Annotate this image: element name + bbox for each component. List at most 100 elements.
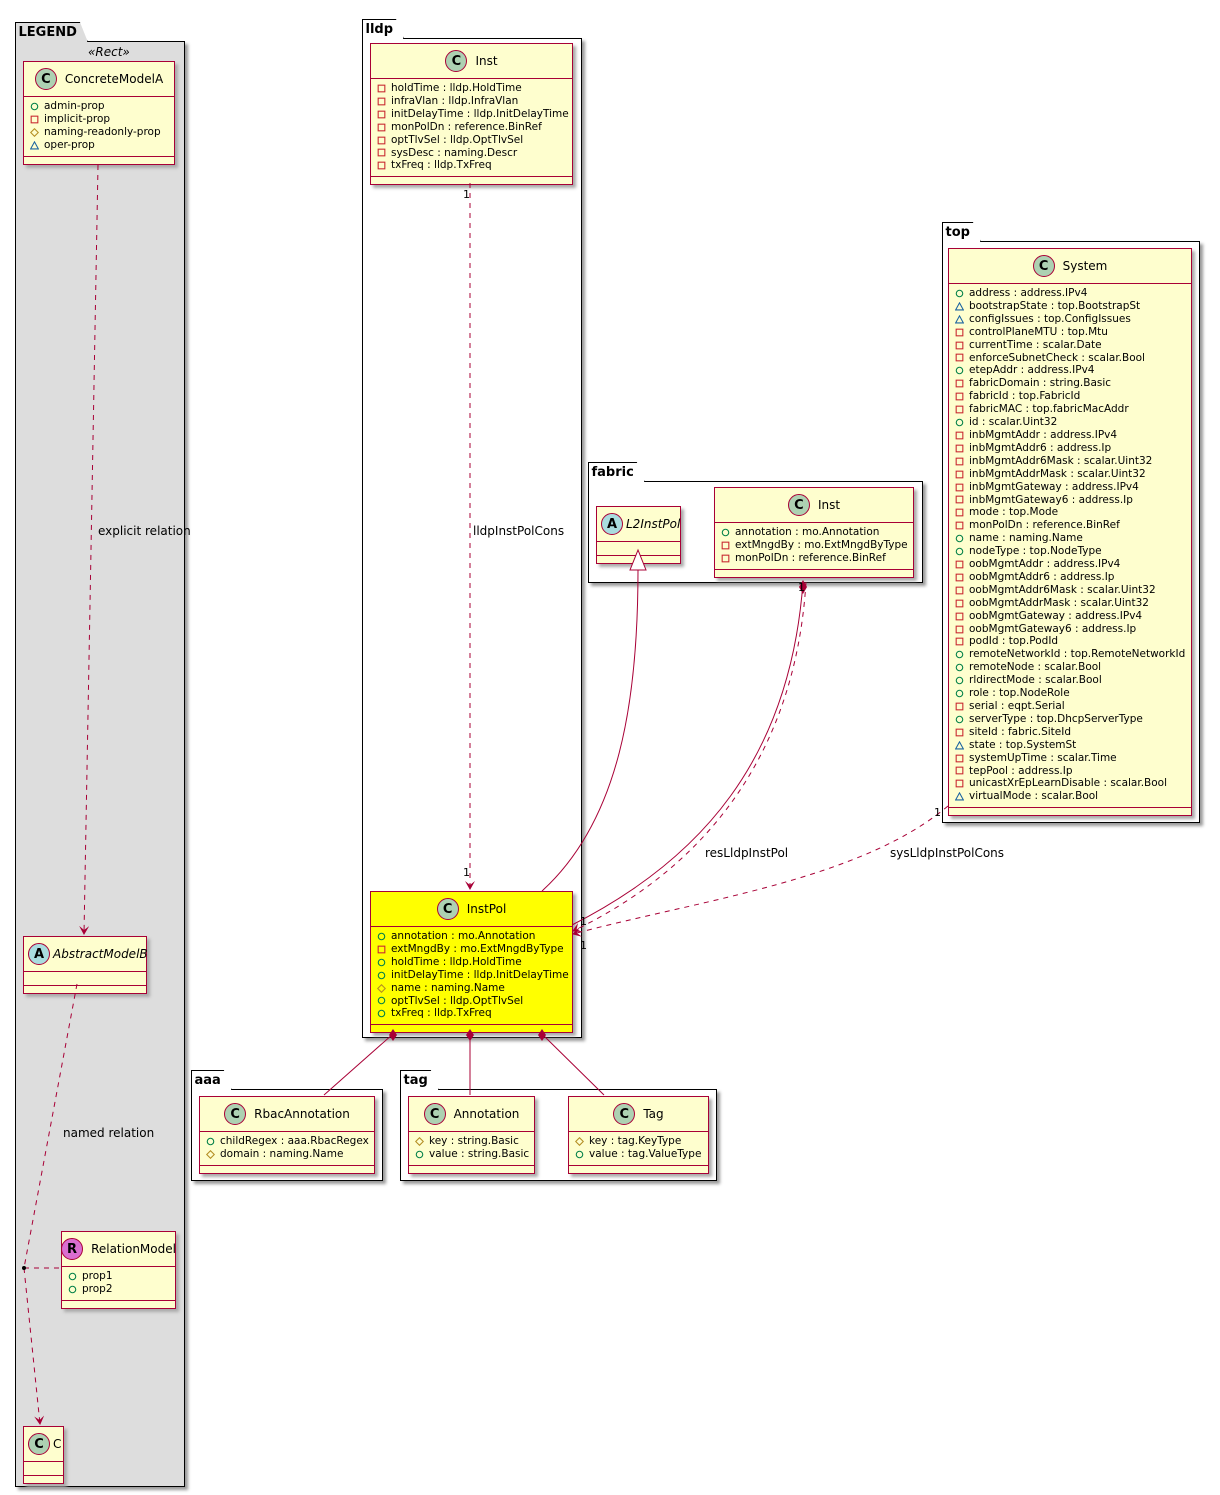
mult-sys-from: 1 <box>934 806 941 819</box>
attribute-row: prop1 <box>68 1270 169 1283</box>
attribute-text: key : tag.KeyType <box>589 1135 682 1147</box>
attribute-text: implicit-prop <box>44 112 111 125</box>
method-list <box>24 1476 63 1483</box>
attribute-text: name : naming.Name <box>969 532 1083 545</box>
class-icon: C <box>28 1433 50 1455</box>
public-visibility-icon <box>955 534 964 543</box>
attribute-text: tepPool : address.Ip <box>969 764 1073 777</box>
attribute-row: state : top.SystemSt <box>955 739 1185 752</box>
attribute-row: monPolDn : reference.BinRef <box>377 121 566 134</box>
sys-lldp-inst-pol-cons-line <box>572 805 949 937</box>
private-visibility-icon <box>377 148 386 157</box>
attribute-row: naming-readonly-prop <box>30 126 168 139</box>
attribute-row: fabricDomain : string.Basic <box>955 377 1185 390</box>
attribute-text: systemUpTime : scalar.Time <box>969 751 1117 764</box>
attribute-row: oper-prop <box>30 139 168 152</box>
attribute-text: nodeType : top.NodeType <box>969 545 1102 558</box>
public-visibility-icon <box>955 650 964 659</box>
attribute-list <box>24 1462 63 1476</box>
attribute-row: inbMgmtAddrMask : scalar.Uint32 <box>955 468 1185 481</box>
attribute-row: holdTime : lldp.HoldTime <box>377 956 566 969</box>
public-visibility-icon <box>721 528 730 537</box>
attribute-text: monPolDn : reference.BinRef <box>391 120 542 133</box>
private-visibility-icon <box>955 353 964 362</box>
attribute-list <box>24 972 146 986</box>
class-name: L2InstPol <box>626 517 681 531</box>
attribute-text: admin-prop <box>44 100 105 112</box>
attribute-text: value : string.Basic <box>429 1147 530 1160</box>
attribute-text: extMngdBy : mo.ExtMngdByType <box>391 942 564 955</box>
attribute-text: oobMgmtGateway : address.IPv4 <box>969 609 1143 622</box>
attribute-row: domain : naming.Name <box>206 1148 368 1161</box>
attribute-text: txFreq : lldp.TxFreq <box>391 1007 492 1020</box>
private-visibility-icon <box>955 495 964 504</box>
class-name: ConcreteModelA <box>64 72 164 86</box>
attribute-text: inbMgmtGateway6 : address.Ip <box>969 493 1133 506</box>
method-list <box>371 177 572 184</box>
attribute-text: remoteNetworkId : top.RemoteNetworkId <box>969 648 1186 661</box>
class-name: RbacAnnotation <box>254 1107 350 1121</box>
rbac-annotation-composition-line <box>323 1033 394 1096</box>
private-visibility-icon <box>955 573 964 582</box>
attribute-row: etepAddr : address.IPv4 <box>955 364 1185 377</box>
public-visibility-icon <box>68 1285 77 1294</box>
mult-lldp-inst-to: 1 <box>463 866 470 879</box>
private-visibility-icon <box>721 554 730 563</box>
attribute-row: inbMgmtGateway : address.IPv4 <box>955 481 1185 494</box>
attribute-row: key : tag.KeyType <box>575 1135 702 1148</box>
attribute-row: sysDesc : naming.Descr <box>377 147 566 160</box>
attribute-row: inbMgmtGateway6 : address.Ip <box>955 494 1185 507</box>
attribute-text: enforceSubnetCheck : scalar.Bool <box>969 351 1145 364</box>
private-visibility-icon <box>377 84 386 93</box>
public-visibility-icon <box>377 1009 386 1018</box>
private-visibility-icon <box>955 560 964 569</box>
public-visibility-icon <box>955 663 964 672</box>
private-visibility-icon <box>721 541 730 550</box>
class-icon: C <box>787 494 810 516</box>
attribute-row: oobMgmtAddrMask : scalar.Uint32 <box>955 597 1185 610</box>
class-name: RelationModel <box>91 1242 176 1256</box>
package-lldp: lldp <box>362 38 582 1038</box>
attribute-text: serverType : top.DhcpServerType <box>969 712 1143 725</box>
private-visibility-icon <box>955 405 964 414</box>
attribute-text: inbMgmtAddr : address.IPv4 <box>969 428 1118 441</box>
attribute-row: extMngdBy : mo.ExtMngdByType <box>721 538 908 552</box>
attribute-text: inbMgmtGateway : address.IPv4 <box>969 480 1139 493</box>
attribute-row: currentTime : scalar.Date <box>955 339 1185 352</box>
attribute-text: extMngdBy : mo.ExtMngdByType <box>735 538 908 551</box>
attribute-text: id : scalar.Uint32 <box>969 416 1058 429</box>
attribute-text: oper-prop <box>44 138 95 151</box>
attribute-row: name : naming.Name <box>377 982 566 995</box>
class-icon: C <box>1032 255 1055 277</box>
attribute-row: controlPlaneMTU : top.Mtu <box>955 326 1185 339</box>
private-visibility-icon <box>30 115 39 124</box>
attribute-row: admin-prop <box>30 100 168 113</box>
fabric-inst-composition-line <box>571 581 804 926</box>
package-tag-label: tag <box>400 1070 439 1090</box>
public-visibility-icon <box>377 971 386 980</box>
public-visibility-icon <box>377 932 386 941</box>
public-visibility-icon <box>955 366 964 375</box>
mult-sys-to: 1 <box>580 939 587 952</box>
method-list <box>371 1025 572 1032</box>
attribute-text: configIssues : top.ConfigIssues <box>969 312 1131 325</box>
